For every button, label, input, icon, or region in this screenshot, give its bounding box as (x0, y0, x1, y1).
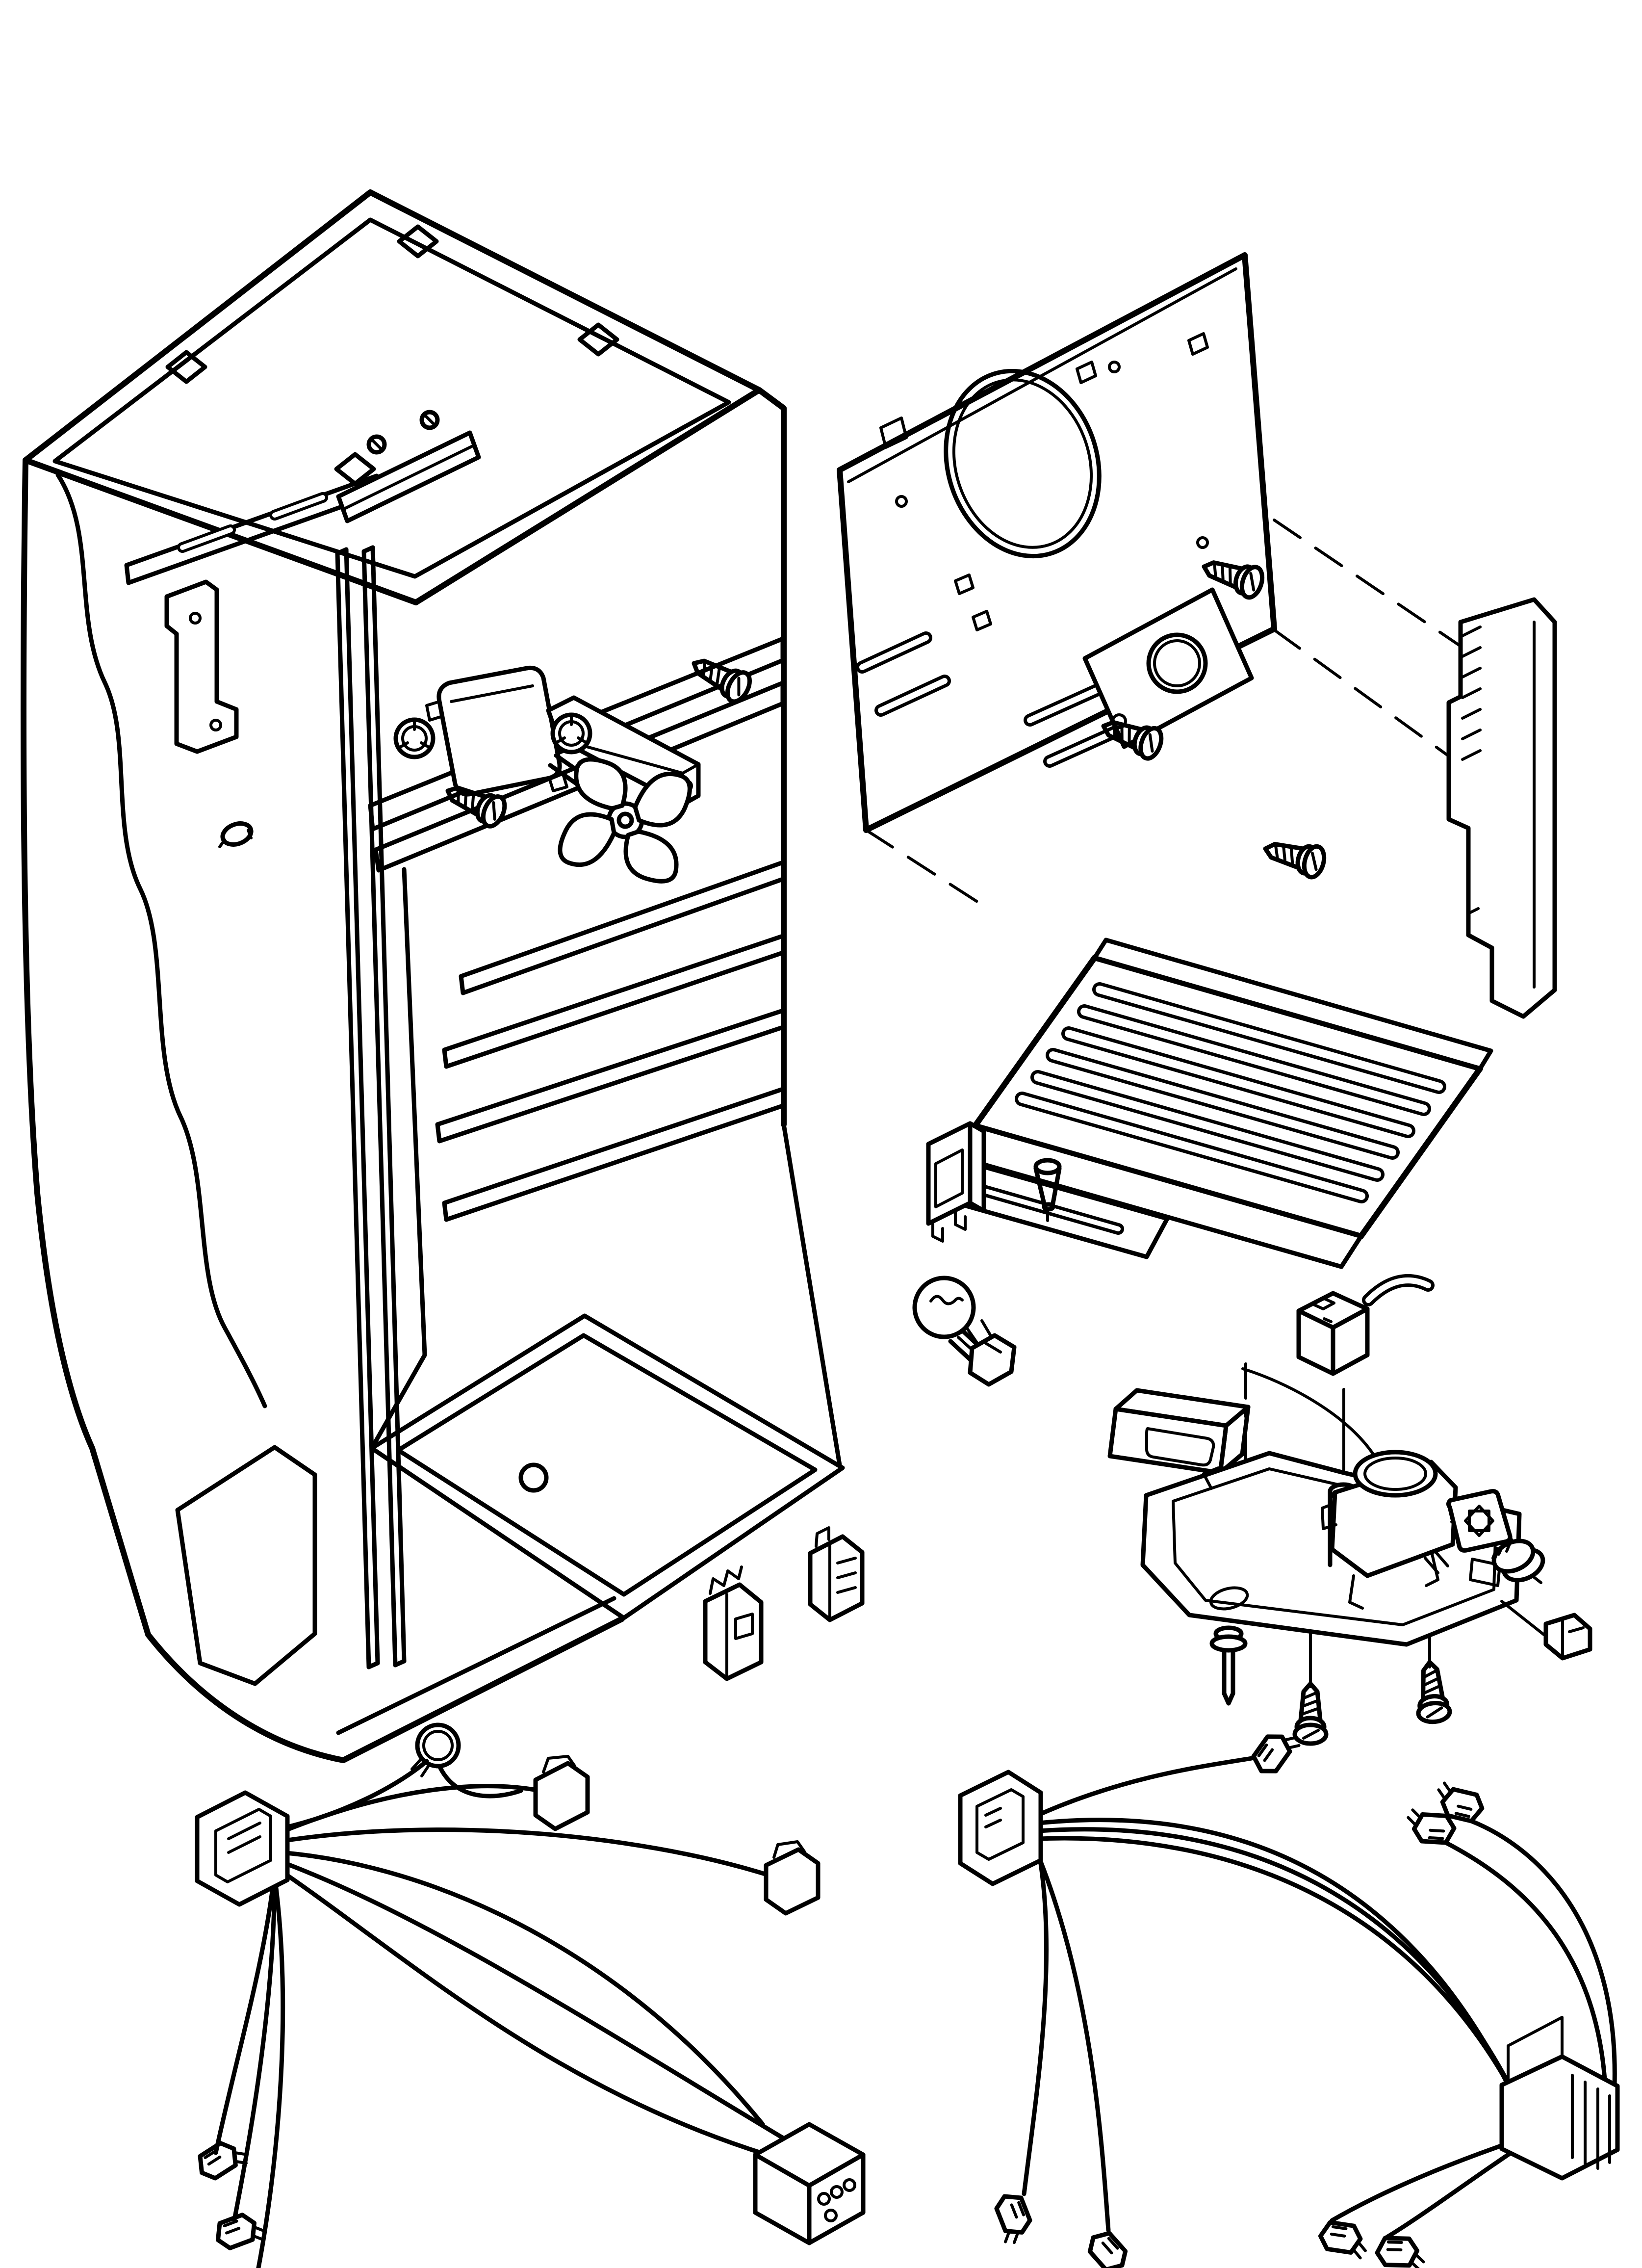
crisper-floor (369, 1313, 845, 1620)
harness-7-connector-right (1499, 2016, 1620, 2181)
wiring-harness-7 (958, 1725, 1620, 2268)
grommet-28-front (393, 717, 436, 759)
drain-hole (518, 1462, 549, 1493)
clip-19 (1500, 1600, 1592, 1661)
wiring-harness-21 (195, 1755, 866, 2268)
standoff-26 (926, 1121, 986, 1243)
harness-21-connector-right (764, 1840, 821, 1916)
sensor-disc-37 (410, 1722, 523, 1799)
evaporator-cover (932, 938, 1493, 1269)
fan-opening (944, 368, 1102, 559)
clip-24 (703, 1565, 764, 1681)
defrost-thermostat-4 (1296, 1291, 1370, 1376)
push-pin-31 (1033, 1158, 1062, 1222)
access-plate (1082, 587, 1254, 749)
clip-3 (808, 1526, 865, 1622)
rear-panel (837, 252, 1545, 906)
screw-34 (1261, 834, 1327, 879)
cover-slots (1015, 982, 1446, 1203)
center-mullion (335, 545, 407, 1669)
air-duct (1446, 597, 1557, 1019)
rivet-2 (1209, 1625, 1248, 1706)
bottom-bin-front (175, 1445, 317, 1686)
harness-21-pin-connector (753, 2122, 866, 2245)
harness-7-connector-left (958, 1770, 1043, 1886)
plug-6 (218, 821, 254, 848)
lamp-cover-18 (1107, 1388, 1251, 1475)
cabinet-liner (20, 189, 845, 1763)
top-cutouts (165, 224, 619, 486)
harness-21-connector-mid (533, 1755, 590, 1831)
grommet-28-rear (550, 712, 592, 755)
shelf-rails (435, 860, 785, 1222)
cold-control-13 (1241, 1367, 1466, 1610)
screw-33 (1295, 1684, 1326, 1744)
harness-21-connector-left (195, 1790, 290, 1907)
top-rail (124, 473, 381, 585)
clip-15 (1362, 1274, 1435, 1306)
screw-5 (1414, 1661, 1450, 1723)
fan-blade-11 (558, 757, 692, 884)
knob-22 (1491, 1538, 1545, 1584)
fan-motor-group (164, 579, 754, 884)
top-mounting-bar (336, 410, 481, 523)
breaker-plate-32 (1446, 1489, 1513, 1553)
liner-wavy-edge (55, 472, 267, 1408)
lamp-socket-8 (966, 1319, 1017, 1387)
support-bracket-10 (164, 579, 239, 754)
